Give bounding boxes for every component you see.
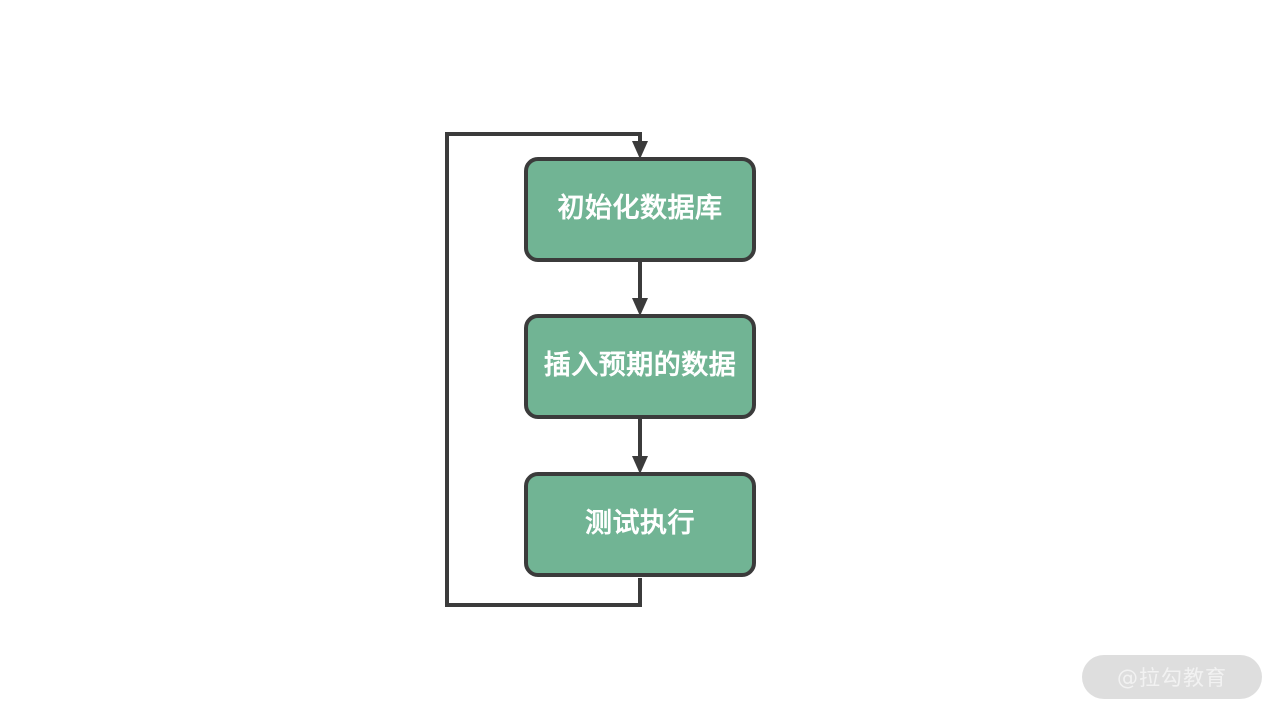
- flow-node-init-database[interactable]: 初始化数据库: [524, 157, 756, 262]
- flow-node-label: 插入预期的数据: [543, 350, 737, 382]
- flow-node-label: 初始化数据库: [557, 193, 723, 225]
- arrowhead-into-init: [632, 141, 648, 159]
- arrowhead-into-insert: [632, 298, 648, 316]
- flow-node-test-execution[interactable]: 测试执行: [524, 472, 756, 577]
- arrowhead-into-test: [632, 456, 648, 474]
- watermark-badge: @拉勾教育: [1082, 655, 1262, 699]
- connector-init-to-insert: [632, 262, 648, 316]
- connector-test-to-init-loop: [445, 132, 648, 607]
- watermark-text: @拉勾教育: [1117, 666, 1227, 690]
- flow-node-insert-expected-data[interactable]: 插入预期的数据: [524, 314, 756, 419]
- connector-insert-to-test: [632, 419, 648, 474]
- flow-node-label: 测试执行: [585, 508, 695, 540]
